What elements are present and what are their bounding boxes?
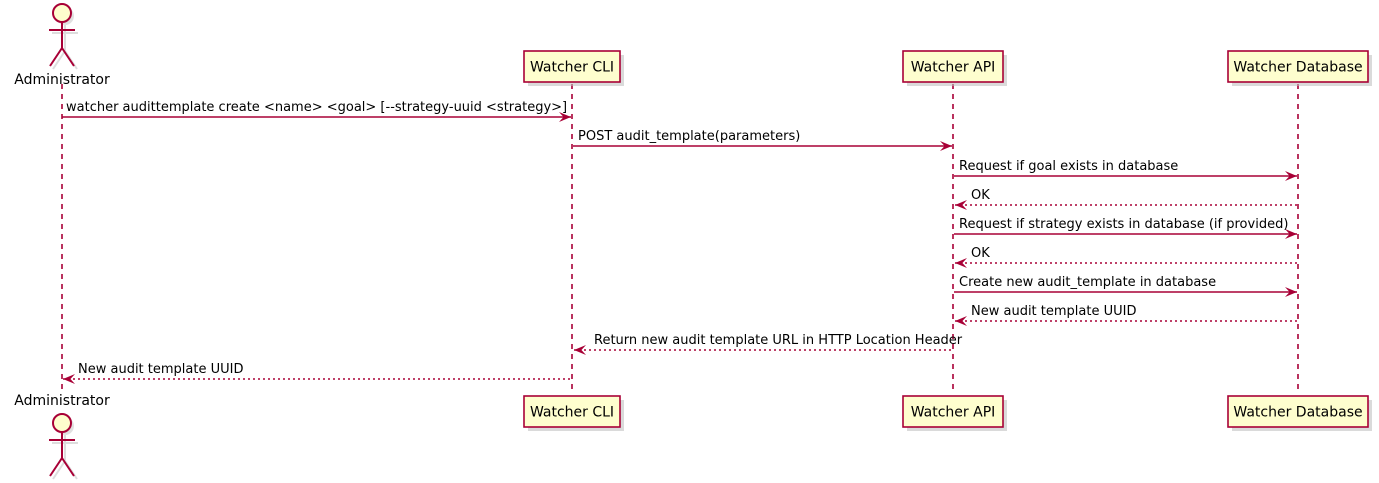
message-arrowhead-3 bbox=[1285, 171, 1297, 181]
message-label-5: Request if strategy exists in database (… bbox=[959, 217, 1288, 232]
lifelines-group bbox=[61, 84, 1299, 393]
message-label-10: New audit template UUID bbox=[78, 362, 243, 377]
message-label-7: Create new audit_template in database bbox=[959, 275, 1216, 290]
message-arrowhead-1 bbox=[559, 112, 571, 122]
messages-group: watcher audittemplate create <name> <goa… bbox=[62, 100, 1298, 384]
participant-label-watcher-database: Watcher Database bbox=[1233, 405, 1362, 421]
message-8: New audit template UUID bbox=[955, 304, 1298, 326]
participant-label-watcher-cli: Watcher CLI bbox=[530, 405, 614, 421]
actor-head-icon bbox=[52, 413, 72, 433]
participant-box-watcher-database[interactable]: Watcher Database bbox=[1227, 50, 1372, 86]
message-10: New audit template UUID bbox=[63, 362, 572, 384]
actor-label-administrator: Administrator bbox=[14, 393, 110, 409]
message-3: Request if goal exists in database bbox=[954, 159, 1297, 181]
message-label-6: OK bbox=[971, 246, 990, 261]
message-arrowhead-9 bbox=[574, 345, 586, 355]
message-arrowhead-2 bbox=[940, 141, 952, 151]
actor-label-administrator: Administrator bbox=[14, 72, 110, 88]
message-9: Return new audit template URL in HTTP Lo… bbox=[574, 333, 963, 355]
message-arrowhead-6 bbox=[955, 258, 967, 268]
message-label-1: watcher audittemplate create <name> <goa… bbox=[66, 100, 567, 115]
message-arrowhead-10 bbox=[63, 374, 75, 384]
message-label-2: POST audit_template(parameters) bbox=[578, 129, 800, 144]
message-label-3: Request if goal exists in database bbox=[959, 159, 1178, 174]
message-4: OK bbox=[955, 188, 1298, 210]
actor-administrator-top: Administrator bbox=[14, 3, 110, 88]
message-arrowhead-8 bbox=[955, 316, 967, 326]
message-1: watcher audittemplate create <name> <goa… bbox=[62, 100, 571, 122]
actor-bottom-administrator[interactable]: Administrator bbox=[14, 393, 110, 480]
actor-administrator-bottom: Administrator bbox=[14, 393, 110, 480]
message-label-9: Return new audit template URL in HTTP Lo… bbox=[594, 333, 963, 348]
message-label-4: OK bbox=[971, 188, 990, 203]
message-arrowhead-7 bbox=[1285, 287, 1297, 297]
participant-label-watcher-cli: Watcher CLI bbox=[530, 60, 614, 76]
actor-top-administrator[interactable]: Administrator bbox=[14, 3, 110, 88]
message-6: OK bbox=[955, 246, 1298, 268]
message-arrowhead-5 bbox=[1285, 229, 1297, 239]
participant-box-watcher-api[interactable]: Watcher API bbox=[902, 395, 1007, 431]
participant-box-watcher-cli[interactable]: Watcher CLI bbox=[523, 395, 624, 431]
message-5: Request if strategy exists in database (… bbox=[954, 217, 1297, 239]
participant-box-watcher-api[interactable]: Watcher API bbox=[902, 50, 1007, 86]
participant-label-watcher-database: Watcher Database bbox=[1233, 60, 1362, 76]
participant-box-watcher-cli[interactable]: Watcher CLI bbox=[523, 50, 624, 86]
message-7: Create new audit_template in database bbox=[954, 275, 1297, 297]
message-label-8: New audit template UUID bbox=[971, 304, 1136, 319]
participant-label-watcher-api: Watcher API bbox=[911, 405, 996, 421]
participant-box-watcher-database[interactable]: Watcher Database bbox=[1227, 395, 1372, 431]
message-2: POST audit_template(parameters) bbox=[573, 129, 952, 151]
message-arrowhead-4 bbox=[955, 200, 967, 210]
participant-label-watcher-api: Watcher API bbox=[911, 60, 996, 76]
actor-head-icon bbox=[52, 3, 72, 23]
